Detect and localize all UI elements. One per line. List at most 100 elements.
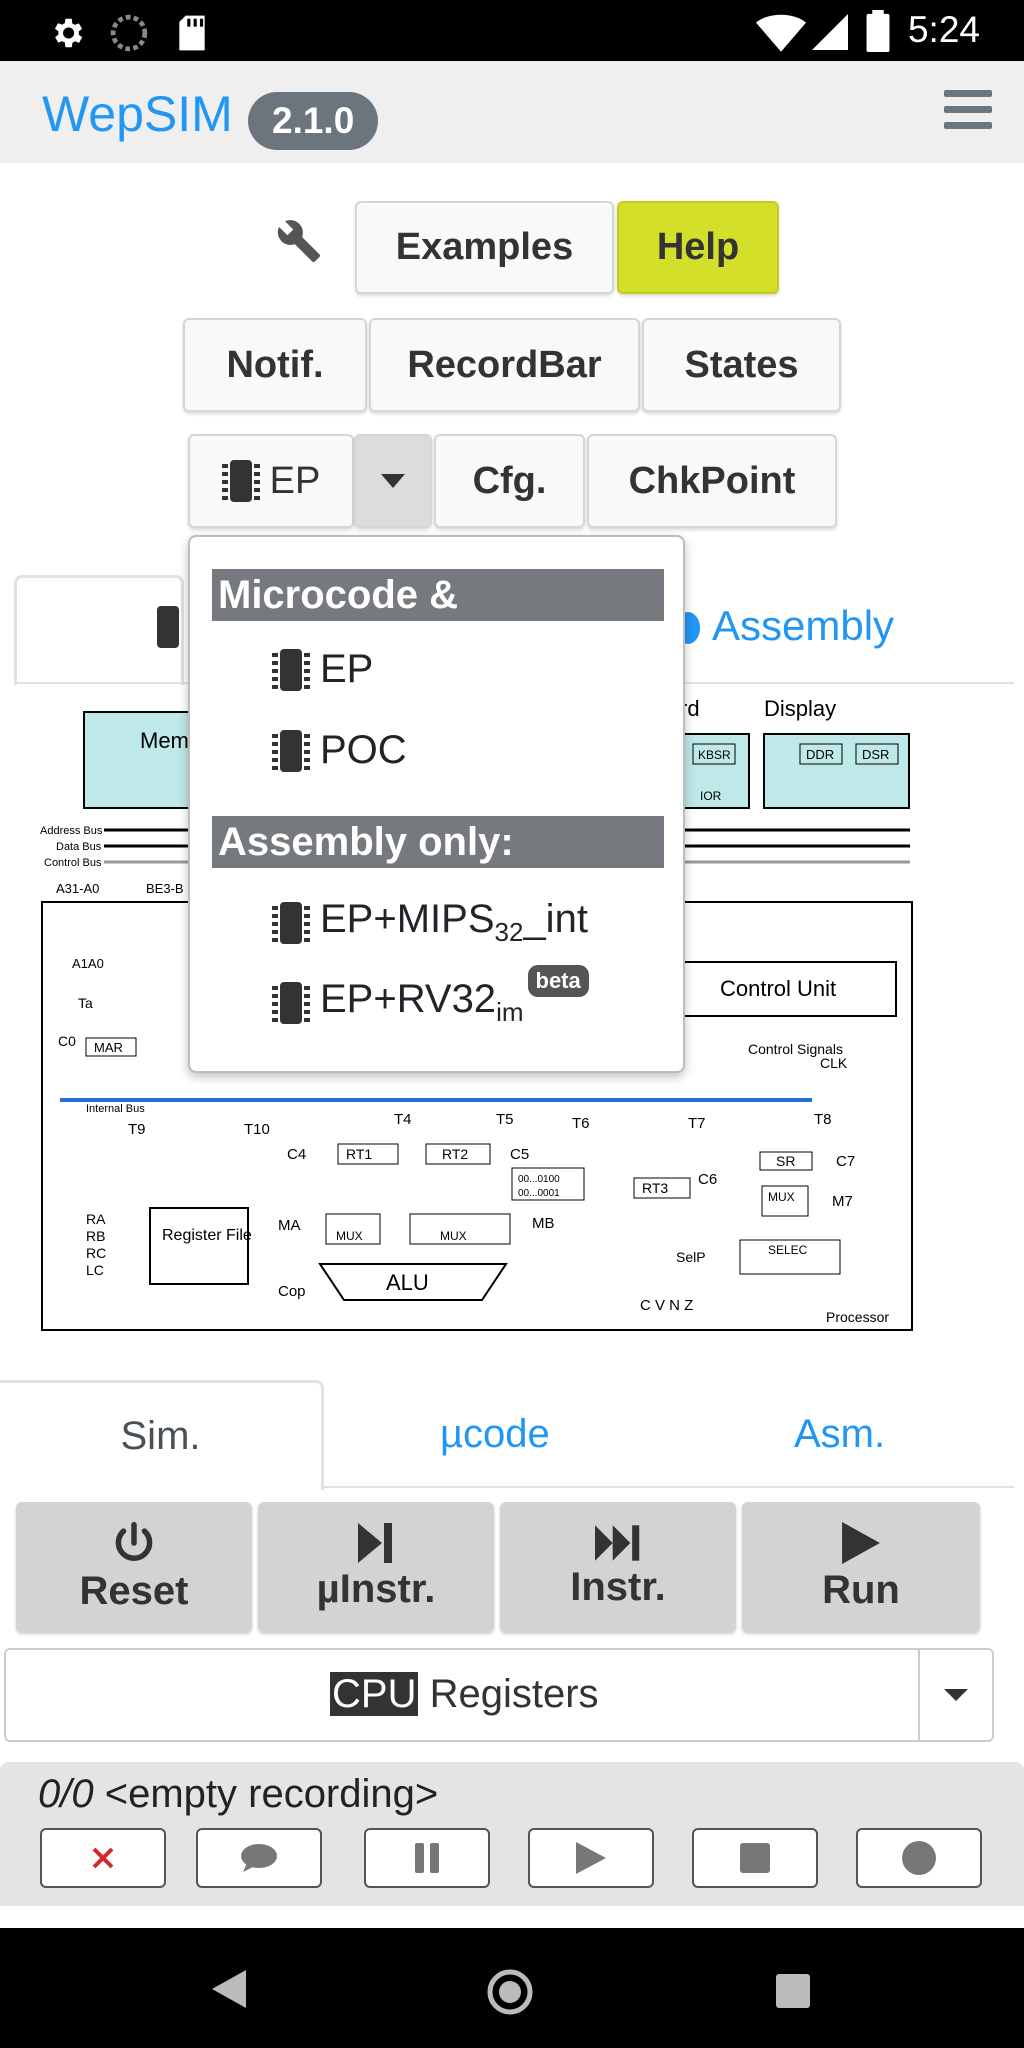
app-brand[interactable]: WepSIM bbox=[42, 86, 233, 142]
chip-icon bbox=[221, 460, 260, 502]
tab-assembly[interactable]: Assembly bbox=[672, 602, 894, 650]
cpu-label: CPU bbox=[330, 1672, 419, 1716]
version-badge: 2.1.0 bbox=[248, 92, 379, 150]
rb-label: RB bbox=[86, 1228, 105, 1244]
beta-badge: beta bbox=[527, 965, 589, 997]
tab-ucode[interactable]: µcode bbox=[440, 1412, 550, 1456]
const-0100-label: 00...0100 bbox=[518, 1174, 560, 1185]
rt1-label: RT1 bbox=[346, 1146, 372, 1162]
recents-icon[interactable] bbox=[776, 1974, 810, 2008]
record-pause-button[interactable] bbox=[364, 1828, 490, 1888]
instr-label: Instr. bbox=[570, 1564, 666, 1609]
t7-label: T7 bbox=[688, 1115, 706, 1132]
system-nav-bar bbox=[0, 1928, 1024, 2048]
record-stop-button[interactable] bbox=[692, 1828, 818, 1888]
processor-button[interactable]: EP bbox=[188, 434, 354, 528]
rt3-label: RT3 bbox=[642, 1180, 668, 1196]
registers-dropdown-toggle[interactable] bbox=[918, 1650, 992, 1740]
tab-microcode-active[interactable] bbox=[14, 575, 184, 685]
mips-suffix: _int bbox=[523, 897, 588, 941]
chkpoint-button[interactable]: ChkPoint bbox=[587, 434, 837, 528]
dropdown-item-ep-mips[interactable]: EP+MIPS32_int bbox=[272, 897, 588, 948]
mux-a-label: MUX bbox=[336, 1229, 363, 1243]
recordbar-button[interactable]: RecordBar bbox=[369, 318, 640, 412]
c5-label: C5 bbox=[510, 1146, 529, 1163]
dropdown-header-microcode: Microcode & Assembly: bbox=[212, 569, 664, 669]
cfg-button[interactable]: Cfg. bbox=[434, 434, 585, 528]
t9-label: T9 bbox=[128, 1121, 146, 1138]
notif-button[interactable]: Notif. bbox=[183, 318, 367, 412]
mux-b-label: MUX bbox=[440, 1229, 467, 1243]
run-label: Run bbox=[822, 1567, 900, 1612]
ma-label: MA bbox=[278, 1217, 301, 1234]
app-navbar: WepSIM 2.1.0 bbox=[0, 61, 1024, 163]
reset-button[interactable]: Reset bbox=[16, 1502, 252, 1632]
home-icon[interactable] bbox=[486, 1968, 534, 2016]
dropdown-item-poc[interactable]: POC bbox=[272, 728, 407, 773]
clk-label: CLK bbox=[820, 1055, 848, 1071]
registers-peek-strip bbox=[0, 1906, 1024, 1928]
registers-selector[interactable]: CPU Registers bbox=[4, 1648, 994, 1742]
tab-sim[interactable]: Sim. bbox=[0, 1380, 324, 1490]
internal-bus-label: Internal Bus bbox=[86, 1103, 145, 1115]
a31a0-label: A31-A0 bbox=[56, 881, 99, 896]
states-button[interactable]: States bbox=[642, 318, 841, 412]
register-file: Register File bbox=[149, 1207, 252, 1285]
recording-status: 0/0 <empty recording> bbox=[38, 1772, 438, 1817]
registers-text: Registers bbox=[418, 1672, 599, 1716]
sr-label: SR bbox=[776, 1153, 795, 1169]
m7-label: M7 bbox=[832, 1193, 853, 1210]
c6-label: C6 bbox=[698, 1171, 717, 1188]
rt2-label: RT2 bbox=[442, 1146, 468, 1162]
chip-icon bbox=[272, 648, 310, 691]
processor-dropdown-menu: Microcode & Assembly: EP POC Assembly on… bbox=[188, 535, 685, 1073]
tab-assembly-label: Assembly bbox=[712, 602, 895, 649]
processor-dropdown-toggle[interactable] bbox=[354, 434, 432, 528]
dropdown-item-ep-rv32[interactable]: EP+RV32imbeta bbox=[272, 965, 589, 1028]
signal-icon bbox=[812, 14, 848, 50]
play-icon bbox=[576, 1842, 606, 1874]
data-bus-label: Data Bus bbox=[56, 841, 102, 853]
uinstr-button[interactable]: µInstr. bbox=[258, 1502, 494, 1632]
run-button[interactable]: Run bbox=[742, 1502, 980, 1632]
wrench-icon[interactable] bbox=[276, 218, 322, 264]
dropdown-item-ep[interactable]: EP bbox=[272, 647, 373, 692]
help-button[interactable]: Help bbox=[617, 201, 779, 294]
examples-button[interactable]: Examples bbox=[355, 201, 614, 294]
t6-label: T6 bbox=[572, 1115, 590, 1132]
mips-subscript: 32 bbox=[494, 917, 524, 947]
selec-label: SELEC bbox=[768, 1243, 808, 1257]
dropdown-item-poc-label: POC bbox=[320, 728, 407, 772]
tab-asm[interactable]: Asm. bbox=[794, 1412, 886, 1456]
lc-label: LC bbox=[86, 1262, 104, 1278]
sd-card-icon bbox=[179, 15, 205, 51]
status-bar: 5:24 bbox=[0, 0, 1024, 61]
rt3-register: RT3 bbox=[633, 1177, 691, 1199]
back-icon[interactable] bbox=[212, 1970, 246, 2008]
registers-label: CPU Registers bbox=[330, 1672, 599, 1717]
battery-icon bbox=[866, 10, 890, 52]
processor-label-diagram: Processor bbox=[826, 1309, 889, 1325]
c7-label: C7 bbox=[836, 1153, 855, 1170]
bottom-tabs-divider bbox=[322, 1486, 1014, 1488]
fast-forward-icon bbox=[595, 1524, 640, 1561]
mux-b: MUX bbox=[409, 1213, 511, 1245]
record-delete-button[interactable] bbox=[40, 1828, 166, 1888]
chip-icon bbox=[272, 729, 310, 772]
sr-register: SR bbox=[759, 1151, 813, 1171]
record-play-button[interactable] bbox=[528, 1828, 654, 1888]
record-start-button[interactable] bbox=[856, 1828, 982, 1888]
menu-icon[interactable] bbox=[944, 90, 992, 134]
close-icon bbox=[92, 1847, 114, 1869]
control-bus-label: Control Bus bbox=[44, 857, 102, 869]
alu: ALU bbox=[318, 1263, 508, 1301]
be3-label: BE3-B bbox=[146, 881, 184, 896]
rt2-register: RT2 bbox=[425, 1143, 491, 1165]
ddr-label: DDR bbox=[806, 747, 834, 762]
play-icon bbox=[842, 1521, 880, 1564]
reset-label: Reset bbox=[79, 1568, 189, 1613]
instr-button[interactable]: Instr. bbox=[500, 1502, 736, 1632]
record-comment-button[interactable] bbox=[196, 1828, 322, 1888]
gear-icon bbox=[54, 18, 83, 48]
memory-box: Mem bbox=[83, 711, 195, 809]
